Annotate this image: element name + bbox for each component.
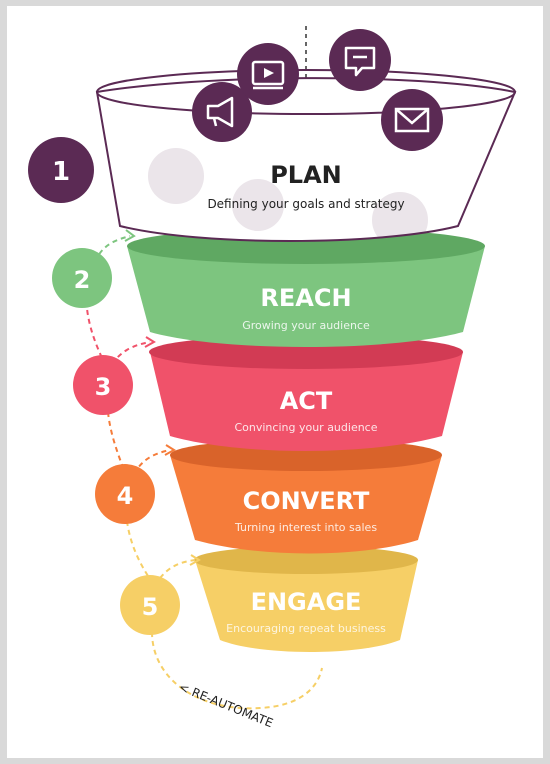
convert-band — [170, 455, 442, 554]
stage-plan: PLAN Defining your goals and strategy — [95, 69, 517, 242]
arrow-head-convert — [164, 444, 176, 456]
badge-1: 1 — [28, 137, 94, 203]
stage-reach: REACH Growing your audience — [127, 228, 485, 347]
document-icon — [148, 148, 204, 204]
badge-5: 5 — [120, 575, 180, 635]
stage-act: ACT Convincing your audience — [149, 335, 463, 451]
stage-engage: ENGAGE Encouraging repeat business — [194, 546, 418, 652]
engage-rim — [194, 546, 418, 574]
chat-faint-icon — [372, 192, 428, 242]
svg-text:5: 5 — [142, 593, 159, 621]
stage-convert: CONVERT Turning interest into sales — [170, 439, 442, 554]
svg-text:2: 2 — [74, 266, 91, 294]
svg-text:1: 1 — [52, 157, 70, 187]
engage-title: ENGAGE — [251, 588, 362, 616]
convert-subtitle: Turning interest into sales — [234, 521, 377, 534]
plan-title: PLAN — [270, 161, 342, 189]
reach-title: REACH — [260, 284, 351, 312]
act-subtitle: Convincing your audience — [234, 421, 377, 434]
engage-band — [195, 560, 418, 652]
video-player-icon — [237, 43, 299, 105]
megaphone-icon — [192, 82, 252, 142]
badge-3: 3 — [73, 355, 133, 415]
badge-2: 2 — [52, 248, 112, 308]
arrow-head-engage — [189, 554, 201, 566]
convert-title: CONVERT — [243, 487, 370, 515]
plan-subtitle: Defining your goals and strategy — [207, 197, 404, 211]
svg-text:3: 3 — [95, 373, 112, 401]
act-title: ACT — [280, 387, 333, 415]
plan-rim — [96, 69, 516, 115]
act-band — [150, 352, 463, 451]
envelope-icon — [381, 89, 443, 151]
chat-bubble-icon — [329, 29, 391, 91]
arrow-head-reach — [124, 229, 136, 242]
svg-text:4: 4 — [117, 482, 134, 510]
engage-subtitle: Encouraging repeat business — [226, 622, 386, 635]
badge-4: 4 — [95, 464, 155, 524]
tablet-icon — [232, 179, 284, 231]
arrow-head-act — [144, 336, 156, 348]
reach-subtitle: Growing your audience — [242, 319, 370, 332]
re-automate-label: < RE-AUTOMATE — [177, 680, 275, 731]
reach-band — [127, 246, 485, 347]
